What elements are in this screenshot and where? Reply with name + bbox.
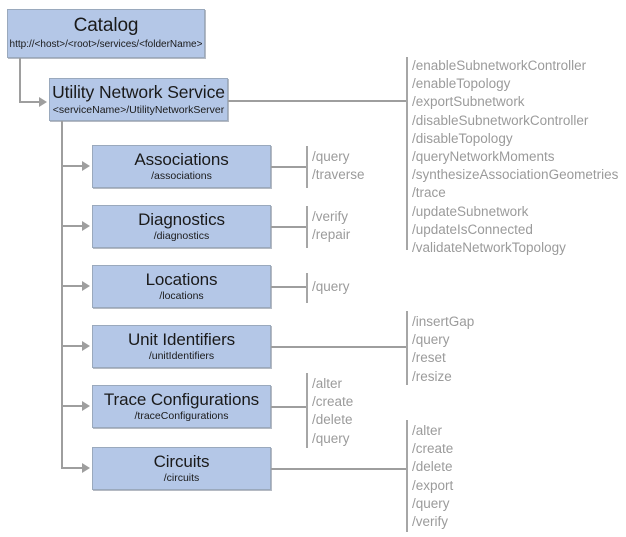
node-utility-network-service[interactable]: Utility Network Service <serviceName>/Ut… xyxy=(49,78,228,121)
operation-item[interactable]: /verify xyxy=(312,209,349,224)
operations-locations: /query xyxy=(312,278,350,296)
operation-item[interactable]: /disableTopology xyxy=(412,130,513,146)
operation-item[interactable]: /verify xyxy=(412,514,449,530)
operation-item[interactable]: /query xyxy=(312,430,350,446)
operations-circuits: /alter /create /delete /export /query /v… xyxy=(412,422,453,531)
node-circuits-path: /circuits xyxy=(163,472,200,485)
operation-item[interactable]: /reset xyxy=(412,350,446,366)
node-catalog[interactable]: Catalog http://<host>/<root>/services/<f… xyxy=(7,9,205,58)
connector-to-trace-configurations xyxy=(61,405,83,407)
operation-item[interactable]: /disableSubnetworkController xyxy=(412,112,589,128)
node-associations-title: Associations xyxy=(134,149,229,169)
operations-diagnostics: /verify /repair xyxy=(312,208,350,244)
node-locations-title: Locations xyxy=(145,269,218,289)
operation-item[interactable]: /query xyxy=(412,332,450,348)
operation-item[interactable]: /repair xyxy=(312,227,351,243)
node-unit-identifiers-title: Unit Identifiers xyxy=(127,329,236,349)
connector-associations-to-operations xyxy=(271,166,307,168)
operations-associations: /query /traverse xyxy=(312,148,365,184)
node-unit-identifiers-path: /unitIdentifiers xyxy=(148,350,215,363)
operation-item[interactable]: /queryNetworkMoments xyxy=(412,149,555,165)
rail-service-operations xyxy=(406,57,408,250)
node-unit-identifiers[interactable]: Unit Identifiers /unitIdentifiers xyxy=(92,325,271,368)
operation-item[interactable]: /resize xyxy=(412,368,452,384)
rail-circuits-operations xyxy=(406,420,408,532)
connector-unit-identifiers-to-operations xyxy=(271,346,407,348)
operations-trace-configurations: /alter /create /delete /query xyxy=(312,375,353,448)
connector-service-to-operations xyxy=(228,100,407,102)
node-trace-configurations-path: /traceConfigurations xyxy=(134,410,229,423)
operation-item[interactable]: /export xyxy=(412,477,454,493)
connector-circuits-to-operations xyxy=(271,468,407,470)
operation-item[interactable]: /trace xyxy=(412,185,446,201)
operation-item[interactable]: /updateIsConnected xyxy=(412,221,533,237)
operation-item[interactable]: /query xyxy=(312,149,350,164)
connector-to-locations xyxy=(61,285,83,287)
node-catalog-title: Catalog xyxy=(73,15,139,37)
node-circuits-title: Circuits xyxy=(153,451,210,471)
node-diagnostics-path: /diagnostics xyxy=(153,230,210,243)
connector-locations-to-operations xyxy=(271,286,307,288)
operation-item[interactable]: /validateNetworkTopology xyxy=(412,240,566,256)
node-utility-network-service-path: <serviceName>/UtilityNetworkServer xyxy=(52,103,225,116)
operation-item[interactable]: /traverse xyxy=(312,167,365,183)
connector-to-associations xyxy=(61,165,83,167)
arrowhead-trace-configurations xyxy=(82,401,90,411)
rail-diagnostics-operations xyxy=(306,206,308,248)
operation-item[interactable]: /insertGap xyxy=(412,314,475,329)
operation-item[interactable]: /create xyxy=(412,441,454,457)
rail-service-children xyxy=(61,121,63,468)
rail-trace-configurations-operations xyxy=(306,373,308,448)
operation-item[interactable]: /alter xyxy=(312,376,343,391)
arrowhead-diagnostics xyxy=(82,221,90,231)
arrowhead-associations xyxy=(82,161,90,171)
node-trace-configurations[interactable]: Trace Configurations /traceConfiguration… xyxy=(92,385,271,428)
node-locations-path: /locations xyxy=(159,290,204,303)
connector-to-diagnostics xyxy=(61,225,83,227)
node-trace-configurations-title: Trace Configurations xyxy=(103,389,260,409)
operations-unit-identifiers: /insertGap /query /reset /resize xyxy=(412,313,474,386)
rail-unit-identifiers-operations xyxy=(406,311,408,385)
node-locations[interactable]: Locations /locations xyxy=(92,265,271,308)
operation-item[interactable]: /delete xyxy=(412,459,453,475)
connector-catalog-down xyxy=(19,58,21,102)
operation-item[interactable]: /enableSubnetworkController xyxy=(412,58,587,73)
operation-item[interactable]: /alter xyxy=(412,423,443,438)
operation-item[interactable]: /create xyxy=(312,394,354,410)
node-catalog-path: http://<host>/<root>/services/<folderNam… xyxy=(9,39,203,51)
node-associations[interactable]: Associations /associations xyxy=(92,145,271,188)
operation-item[interactable]: /delete xyxy=(312,412,353,428)
node-associations-path: /associations xyxy=(151,170,212,183)
node-diagnostics[interactable]: Diagnostics /diagnostics xyxy=(92,205,271,248)
arrowhead-catalog-to-service xyxy=(39,97,47,107)
connector-trace-configurations-to-operations xyxy=(271,406,307,408)
operation-item[interactable]: /query xyxy=(312,279,350,294)
connector-to-unit-identifiers xyxy=(61,345,83,347)
operation-item[interactable]: /exportSubnetwork xyxy=(412,94,525,110)
connector-catalog-to-service xyxy=(19,101,40,103)
node-utility-network-service-title: Utility Network Service xyxy=(52,82,225,103)
operation-item[interactable]: /updateSubnetwork xyxy=(412,203,529,219)
node-circuits[interactable]: Circuits /circuits xyxy=(92,447,271,490)
connector-to-circuits xyxy=(61,467,83,469)
connector-diagnostics-to-operations xyxy=(271,226,307,228)
operation-item[interactable]: /enableTopology xyxy=(412,76,511,92)
rail-associations-operations xyxy=(306,146,308,188)
rail-locations-operations xyxy=(306,273,308,303)
arrowhead-locations xyxy=(82,281,90,291)
operation-item[interactable]: /query xyxy=(412,495,450,511)
operations-utility-network-service: /enableSubnetworkController /enableTopol… xyxy=(412,57,618,257)
operation-item[interactable]: /synthesizeAssociationGeometries xyxy=(412,167,619,183)
arrowhead-unit-identifiers xyxy=(82,341,90,351)
arrowhead-circuits xyxy=(82,463,90,473)
node-diagnostics-title: Diagnostics xyxy=(138,209,225,229)
